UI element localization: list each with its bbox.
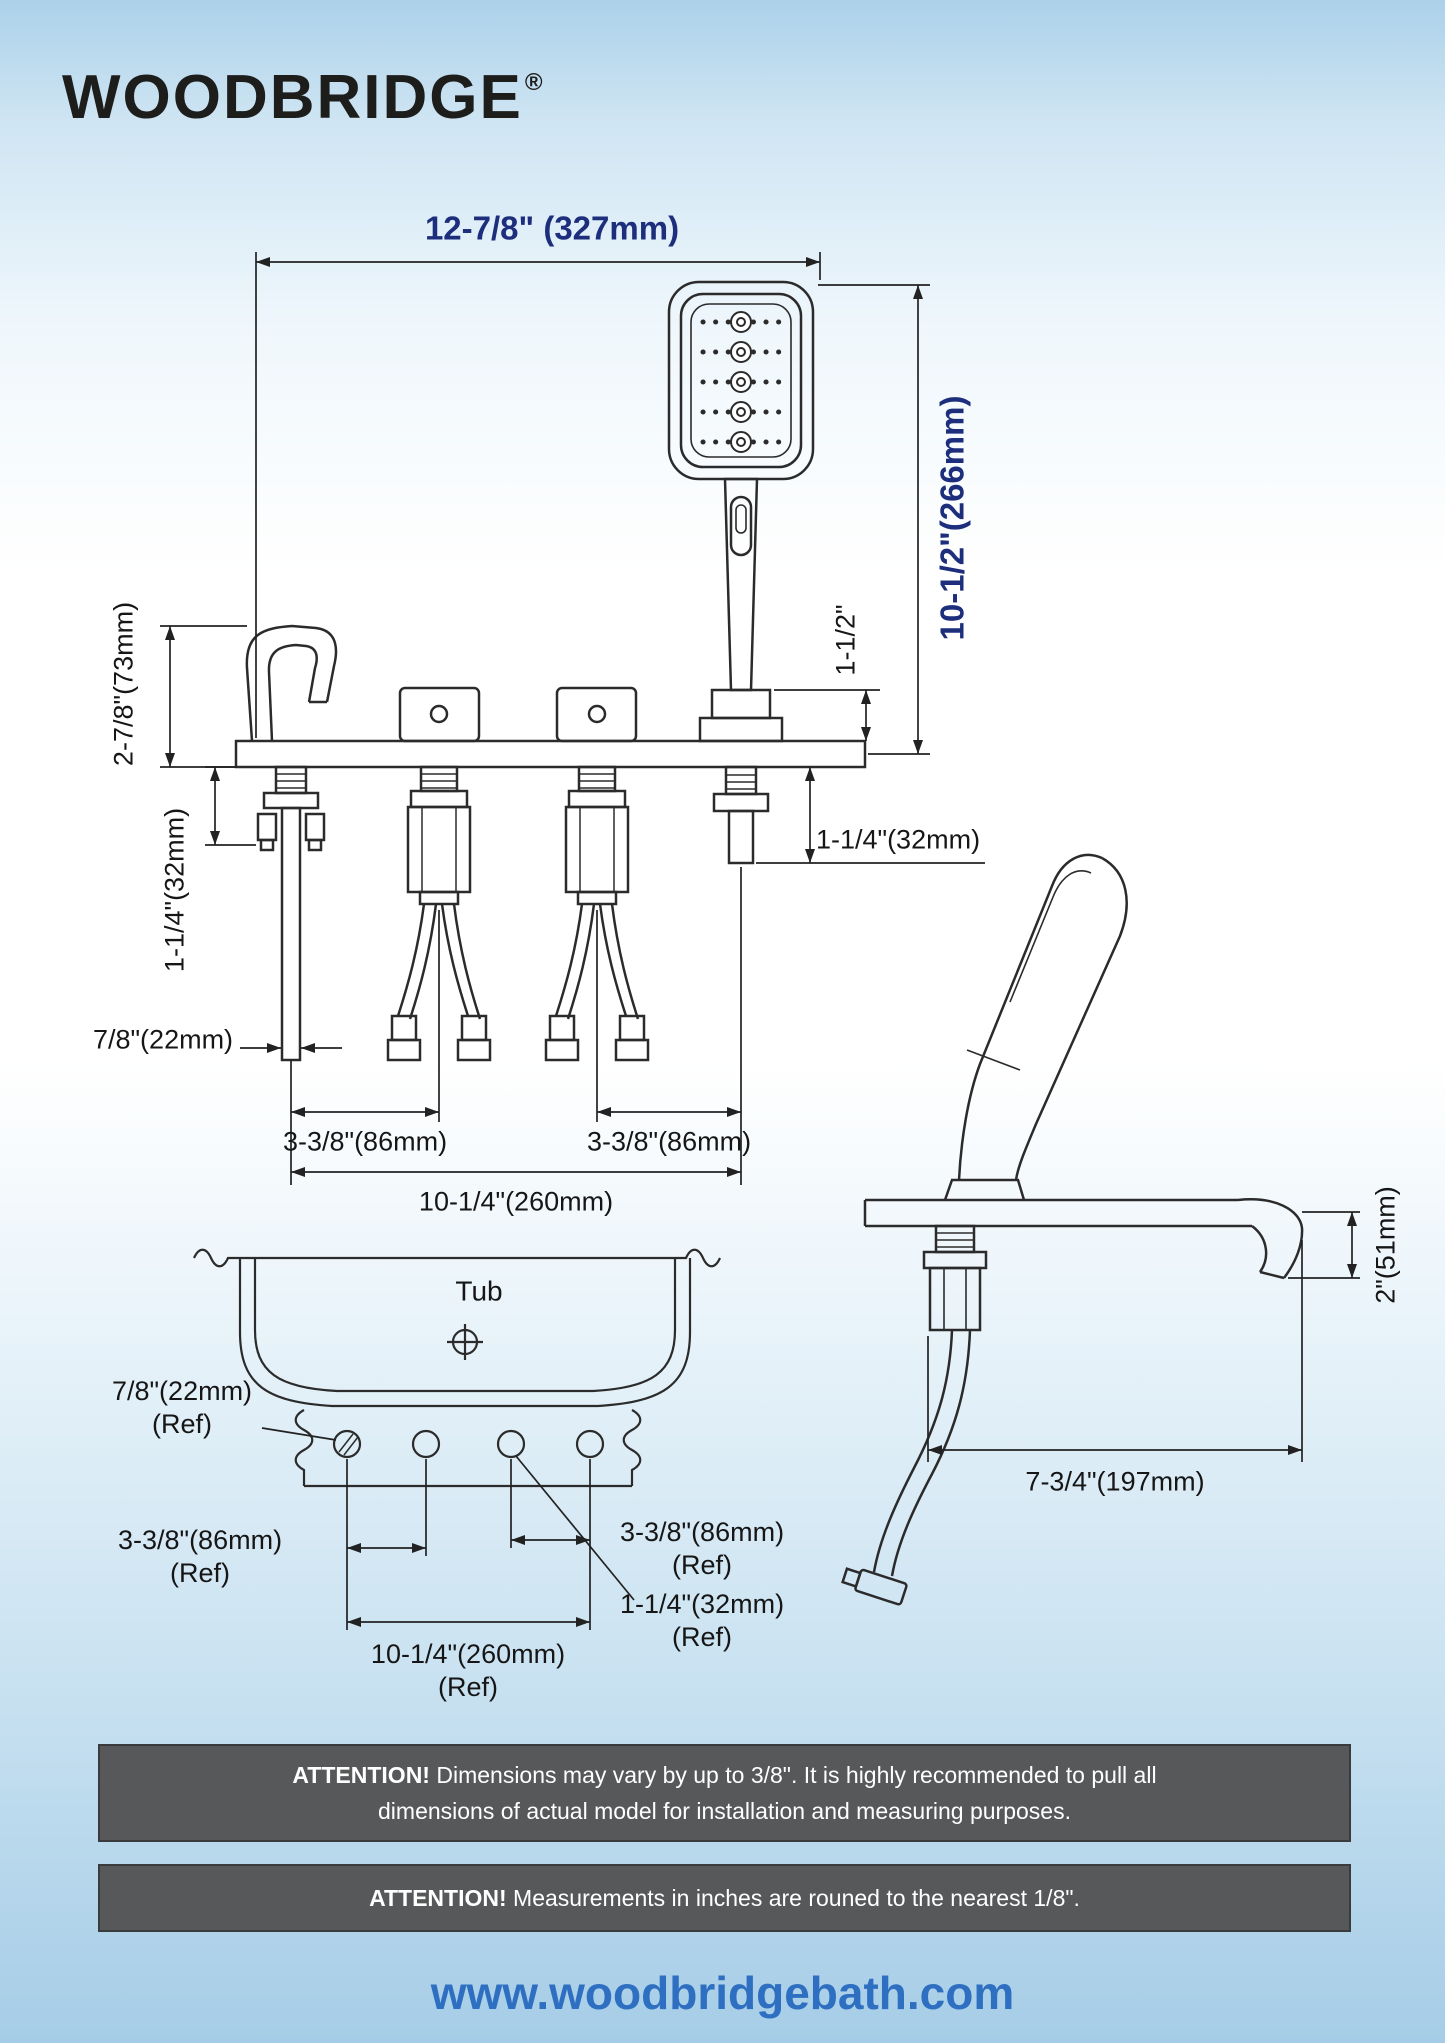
- dim-left-shank-depth: 1-1/4"(32mm): [159, 807, 190, 973]
- tub-label: Tub: [455, 1275, 503, 1307]
- dim-value: 3-3/8"(86mm): [117, 1525, 283, 1555]
- drain-icon: [447, 1324, 483, 1360]
- brand-name: WOODBRIDGE: [62, 63, 523, 132]
- spray-buttons: [730, 311, 752, 453]
- dim-total-spacing: 10-1/4"(260mm): [418, 1186, 614, 1217]
- dim-value: 3-3/8"(86mm): [619, 1517, 785, 1547]
- spout-profile: [1237, 1198, 1304, 1280]
- dim-ref-tag: (Ref): [438, 1672, 498, 1702]
- dim-pipe-diameter: 7/8"(22mm): [92, 1024, 234, 1055]
- tub-view-dimensions: [261, 1427, 635, 1630]
- dim-ref-spacing-left: 3-3/8"(86mm) (Ref): [118, 1524, 282, 1590]
- side-view-drawing: [841, 853, 1304, 1606]
- valve-handle-right: [555, 686, 638, 743]
- deck-plate: [234, 739, 867, 769]
- website-link[interactable]: www.woodbridgebath.com: [430, 1967, 1015, 2019]
- dim-value: 1-1/4"(32mm): [619, 1589, 785, 1619]
- dim-ref-hole-diameter: 7/8"(22mm) (Ref): [112, 1375, 252, 1441]
- dim-handle-height: 1-1/2": [830, 604, 861, 676]
- side-mount-assembly: [841, 1224, 988, 1606]
- front-view-dimensions: [160, 252, 985, 1185]
- hand-shower: [667, 280, 815, 743]
- tub-spout: [245, 624, 338, 742]
- dim-ref-valve-hole: 1-1/4"(32mm) (Ref): [620, 1588, 784, 1654]
- dim-value: 7/8"(22mm): [111, 1376, 253, 1406]
- attention-box-2: ATTENTION! Measurements in inches are ro…: [98, 1864, 1351, 1932]
- tub-top-view: [192, 1248, 722, 1488]
- valve-body-left-assembly: [386, 765, 492, 1062]
- hose-nut: [841, 1567, 908, 1606]
- attention-label: ATTENTION!: [369, 1885, 507, 1911]
- dim-ref-tag: (Ref): [170, 1558, 230, 1588]
- dim-ref-spacing-right: 3-3/8"(86mm) (Ref): [620, 1516, 784, 1582]
- dim-ref-total-spacing: 10-1/4"(260mm) (Ref): [371, 1638, 565, 1704]
- shower-shank-assembly: [712, 765, 770, 865]
- mounting-holes: [332, 1429, 605, 1459]
- dim-overall-height: 10-1/2"(266mm): [933, 395, 971, 641]
- registered-mark-icon: ®: [524, 69, 545, 96]
- attention-box-1: ATTENTION! Dimensions may vary by up to …: [98, 1744, 1351, 1842]
- dim-value: 10-1/4"(260mm): [370, 1639, 566, 1669]
- hand-shower-profile: [943, 853, 1128, 1201]
- dim-right-shank-depth: 1-1/4"(32mm): [815, 824, 981, 855]
- dim-spout-height: 2-7/8"(73mm): [108, 601, 139, 767]
- attention-body: Dimensions may vary by up to 3/8". It is…: [378, 1762, 1157, 1824]
- valve-body-right-assembly: [544, 765, 650, 1062]
- attention-text-2: ATTENTION! Measurements in inches are ro…: [369, 1880, 1080, 1916]
- dim-spout-drop: 2"(51mm): [1370, 1186, 1401, 1304]
- front-view-drawing: [234, 280, 867, 1062]
- dim-hole-spacing-left: 3-3/8"(86mm): [282, 1126, 448, 1157]
- side-view-dimensions: [927, 1211, 1360, 1462]
- dim-ref-tag: (Ref): [152, 1409, 212, 1439]
- dim-hole-spacing-right: 3-3/8"(86mm): [586, 1126, 752, 1157]
- brand-logo: WOODBRIDGE®: [62, 62, 545, 133]
- dim-ref-tag: (Ref): [672, 1622, 732, 1652]
- dim-side-depth: 7-3/4"(197mm): [1025, 1466, 1205, 1497]
- attention-label: ATTENTION!: [292, 1762, 430, 1788]
- footer: www.woodbridgebath.com: [0, 1966, 1445, 2020]
- shower-holder: [710, 688, 772, 720]
- valve-handle-left: [398, 686, 481, 743]
- spout-shank-assembly: [256, 765, 326, 1062]
- attention-body: Measurements in inches are rouned to the…: [513, 1885, 1080, 1911]
- dim-overall-width: 12-7/8" (327mm): [424, 209, 680, 247]
- dim-ref-tag: (Ref): [672, 1550, 732, 1580]
- attention-text-1: ATTENTION! Dimensions may vary by up to …: [275, 1757, 1175, 1829]
